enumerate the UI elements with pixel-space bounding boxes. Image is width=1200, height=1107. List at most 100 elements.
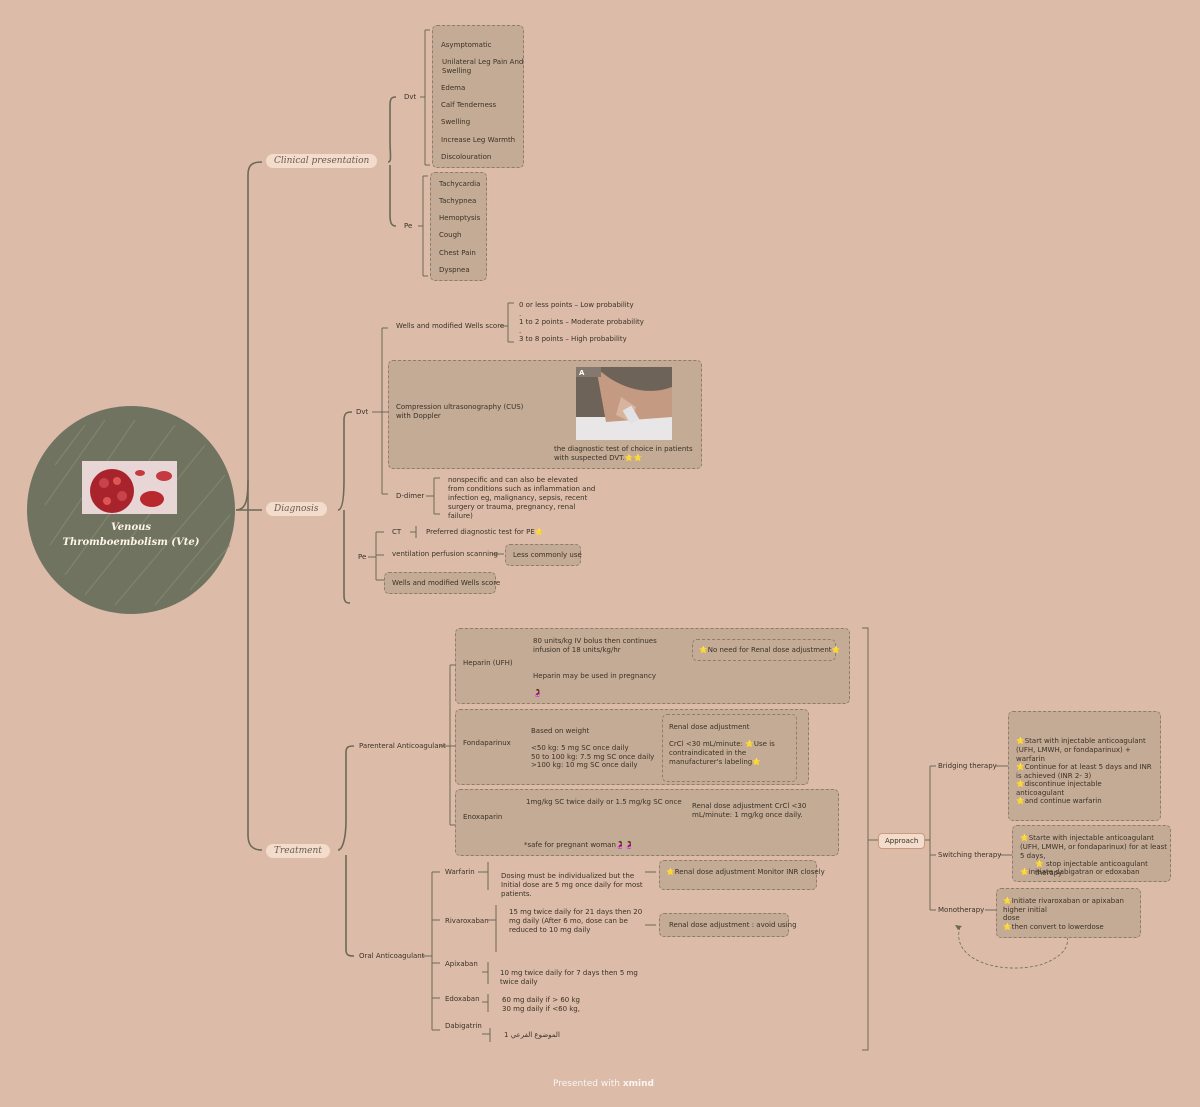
fondaparinux-box: Fondaparinux Based on weight <50 kg: 5 m… xyxy=(455,709,809,785)
fonda-label[interactable]: Fondaparinux xyxy=(463,739,511,748)
riva-renal-box: Renal dose adjustment : avoid using xyxy=(659,913,789,937)
xmind-logo[interactable]: xmind xyxy=(623,1079,654,1089)
diagnosis-dvt-label[interactable]: Dvt xyxy=(356,408,368,417)
clinical-pe-box: Tachycardia Tachypnea Hemoptysis Cough C… xyxy=(430,172,487,281)
pe-item[interactable]: Hemoptysis xyxy=(439,214,480,223)
fonda-renal-text[interactable]: CrCl <30 mL/minute: ⭐Use is contraindica… xyxy=(669,740,795,767)
diagnosis-pe-label[interactable]: Pe xyxy=(358,553,366,562)
fonda-weight[interactable]: Based on weight xyxy=(531,727,589,736)
parenteral-label[interactable]: Parenteral Anticoagulant xyxy=(359,742,446,751)
heparin-label[interactable]: Heparin (UFH) xyxy=(463,659,513,668)
clinical-pe-label[interactable]: Pe xyxy=(404,222,412,231)
wells-item[interactable]: 3 to 8 points – High probability xyxy=(519,335,627,344)
fonda-dose[interactable]: <50 kg: 5 mg SC once daily xyxy=(531,744,629,753)
cus-box: Compression ultrasonography (CUS) with D… xyxy=(388,360,702,469)
bridging-line[interactable]: ⭐and continue warfarin xyxy=(1016,797,1158,806)
enox-dose[interactable]: 1mg/kg SC twice daily or 1.5 mg/kg SC on… xyxy=(526,798,682,807)
wells-score-label[interactable]: Wells and modified Wells score xyxy=(396,322,504,331)
mono-line[interactable]: ⭐then convert to lowerdose xyxy=(1003,923,1104,932)
heparin-emoji: 🤰 xyxy=(533,689,542,698)
edoxaban-label[interactable]: Edoxaban xyxy=(445,995,480,1004)
warfarin-label[interactable]: Warfarin xyxy=(445,868,475,877)
bridging-line[interactable]: ⭐Continue for at least 5 days and INR is… xyxy=(1016,763,1158,781)
heparin-box: Heparin (UFH) 80 units/kg IV bolus then … xyxy=(455,628,850,704)
approach-node[interactable]: Approach xyxy=(878,833,925,849)
rivaroxaban-label[interactable]: Rivaroxaban xyxy=(445,917,489,926)
warfarin-renal-box: ⭐Renal dose adjustment Monitor INR close… xyxy=(659,860,817,890)
fonda-dose[interactable]: >100 kg: 10 mg SC once daily xyxy=(531,761,638,770)
mono-line[interactable]: dose xyxy=(1003,914,1020,923)
branch-treatment[interactable]: Treatment xyxy=(266,844,330,858)
central-title: Venous Thromboembolism (Vte) xyxy=(35,520,227,550)
footer-presented: Presented with xyxy=(553,1079,620,1089)
central-title-line2: Thromboembolism (Vte) xyxy=(35,535,227,550)
wells-item[interactable]: 0 or less points – Low probability xyxy=(519,301,634,310)
enox-pregnancy[interactable]: *safe for pregnant woman🤰🤰 xyxy=(524,841,633,850)
warfarin-renal[interactable]: ⭐Renal dose adjustment Monitor INR close… xyxy=(666,868,825,877)
dvt-item[interactable]: Unilateral Leg Pain And Swelling xyxy=(442,58,524,76)
vq-label[interactable]: ventilation perfusion scanning xyxy=(392,550,498,559)
dvt-item[interactable]: Calf Tenderness xyxy=(441,101,496,110)
ct-label[interactable]: CT xyxy=(392,528,401,537)
pe-item[interactable]: Cough xyxy=(439,231,462,240)
mono-line[interactable]: ⭐Initiate rivaroxaban or apixaban higher… xyxy=(1003,897,1141,915)
blood-cell-image xyxy=(82,461,177,514)
dvt-item[interactable]: Discolouration xyxy=(441,153,491,162)
dvt-item[interactable]: Edema xyxy=(441,84,465,93)
wells-item[interactable]: 1 to 2 points – Moderate probability xyxy=(519,318,644,327)
cus-label[interactable]: Compression ultrasonography (CUS) with D… xyxy=(396,403,536,421)
heparin-renal[interactable]: ⭐No need for Renal dose adjustment⭐ xyxy=(699,646,840,655)
fonda-renal-title[interactable]: Renal dose adjustment xyxy=(669,723,749,732)
pe-item[interactable]: Dyspnea xyxy=(439,266,470,275)
branch-diagnosis[interactable]: Diagnosis xyxy=(266,502,327,516)
riva-renal[interactable]: Renal dose adjustment : avoid using xyxy=(669,921,797,930)
pe-item[interactable]: Tachypnea xyxy=(439,197,476,206)
ddimer-label[interactable]: D-dimer xyxy=(396,492,424,501)
cus-note[interactable]: the diagnostic test of choice in patient… xyxy=(554,445,702,463)
branch-clinical-presentation[interactable]: Clinical presentation xyxy=(266,154,377,168)
vq-note[interactable]: Less commonly use xyxy=(513,551,582,560)
switching-label[interactable]: Switching therapy xyxy=(938,851,1001,860)
pe-item[interactable]: Chest Pain xyxy=(439,249,476,258)
bridging-line[interactable]: ⭐discontinue injectable anticoagulant xyxy=(1016,780,1116,798)
riva-dose[interactable]: 15 mg twice daily for 21 days then 20 mg… xyxy=(509,908,643,935)
monotherapy-box: ⭐Initiate rivaroxaban or apixaban higher… xyxy=(996,888,1141,938)
clinical-dvt-box: Asymptomatic Unilateral Leg Pain And Swe… xyxy=(432,25,524,168)
heparin-dose[interactable]: 80 units/kg IV bolus then continues infu… xyxy=(533,637,683,655)
pe-item[interactable]: Tachycardia xyxy=(439,180,480,189)
enox-label[interactable]: Enoxaparin xyxy=(463,813,502,822)
pe-wells-label[interactable]: Wells and modified Wells score xyxy=(392,579,500,588)
warfarin-dose[interactable]: Dosing must be individualized but the In… xyxy=(501,872,649,899)
dabigatrin-label[interactable]: Dabigatrin xyxy=(445,1022,482,1031)
oral-label[interactable]: Oral Anticoagulant xyxy=(359,952,424,961)
edox-dose[interactable]: 30 mg daily if <60 kg, xyxy=(502,1005,580,1014)
dabi-note[interactable]: الموضوع الفرعي 1 xyxy=(504,1031,560,1040)
switching-box: ⭐Starte with injectable anticoagulant (U… xyxy=(1012,825,1171,882)
apix-dose[interactable]: 10 mg twice daily for 7 days then 5 mg t… xyxy=(500,969,648,987)
apixaban-label[interactable]: Apixaban xyxy=(445,960,478,969)
pe-wells-box: Wells and modified Wells score xyxy=(384,572,496,594)
dvt-item[interactable]: Increase Leg Warmth xyxy=(441,136,515,145)
enox-renal[interactable]: Renal dose adjustment CrCl <30 mL/minute… xyxy=(692,802,838,820)
ultrasound-image: A xyxy=(576,367,672,440)
heparin-renal-box: ⭐No need for Renal dose adjustment⭐ xyxy=(692,639,836,661)
monotherapy-label[interactable]: Monotherapy xyxy=(938,906,984,915)
ddimer-note[interactable]: nonspecific and can also be elevated fro… xyxy=(448,476,596,521)
dvt-item[interactable]: Swelling xyxy=(441,118,470,127)
central-title-line1: Venous xyxy=(35,520,227,535)
central-node[interactable]: Venous Thromboembolism (Vte) xyxy=(25,405,237,615)
bridging-box: ⭐Start with injectable anticoagulant (UF… xyxy=(1008,711,1161,821)
edox-dose[interactable]: 60 mg daily if > 60 kg xyxy=(502,996,580,1005)
switching-line[interactable]: ⭐initiate dabigatran or edoxaban xyxy=(1020,868,1170,877)
ct-note[interactable]: Preferred diagnostic test for PE⭐ xyxy=(426,528,543,537)
footer: Presented with xmind xyxy=(553,1079,654,1089)
heparin-pregnancy[interactable]: Heparin may be used in pregnancy xyxy=(533,672,656,681)
fonda-renal-box: Renal dose adjustment CrCl <30 mL/minute… xyxy=(662,714,797,782)
image-letter: A xyxy=(579,369,584,378)
clinical-dvt-label[interactable]: Dvt xyxy=(404,93,416,102)
enoxaparin-box: Enoxaparin 1mg/kg SC twice daily or 1.5 … xyxy=(455,789,839,856)
switching-line[interactable]: ⭐Starte with injectable anticoagulant (U… xyxy=(1020,834,1170,861)
bridging-line[interactable]: ⭐Start with injectable anticoagulant (UF… xyxy=(1016,737,1158,764)
dvt-item[interactable]: Asymptomatic xyxy=(441,41,492,50)
bridging-label[interactable]: Bridging therapy xyxy=(938,762,997,771)
